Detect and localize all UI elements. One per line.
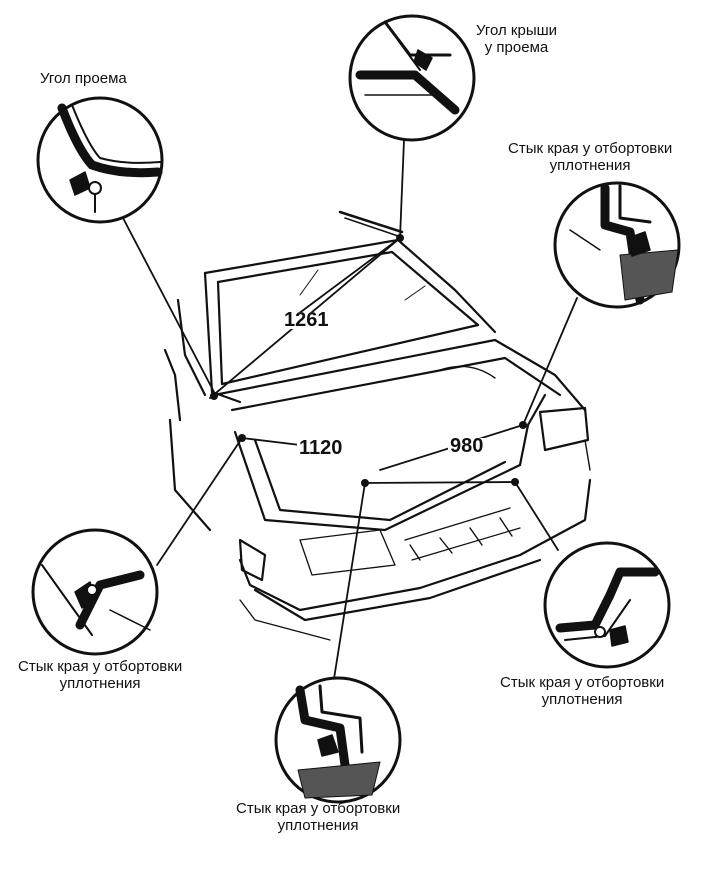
label-flange-right-upper: Стык края у отбортовки уплотнения — [508, 140, 672, 174]
label-flange-bottom-line2: уплотнения — [277, 817, 359, 834]
dimension-trunk-opening-left: 1120 — [297, 437, 345, 459]
label-flange-right-upper-line1: Стык края у отбортовки — [508, 140, 673, 157]
joint-marker-opening — [210, 392, 218, 400]
label-opening-corner-line1: Угол проема — [40, 70, 127, 87]
detail-circle-flange-bottom — [274, 676, 402, 804]
detail-circle-opening-corner — [36, 96, 164, 224]
leader-lines — [122, 139, 578, 686]
joint-marker-bottom — [361, 479, 369, 487]
label-roof-corner-line1: Угол крыши — [476, 22, 558, 39]
label-flange-left-lower-line2: уплотнения — [59, 675, 141, 692]
detail-circle-flange-left-lower — [31, 528, 159, 656]
label-flange-left-lower: Стык края у отбортовки уплотнения — [18, 658, 182, 692]
label-roof-corner: Угол крыши у проема — [476, 22, 557, 56]
dimension-trunk-opening-right: 980 — [448, 435, 486, 457]
label-opening-corner: Угол проема — [40, 70, 127, 87]
joint-marker-right-lower — [511, 478, 519, 486]
joint-marker-right-upper — [519, 421, 527, 429]
dimension-rear-window: 1261 — [282, 309, 331, 331]
label-flange-bottom-line1: Стык края у отбортовки — [236, 800, 401, 817]
label-flange-right-lower: Стык края у отбортовки уплотнения — [500, 674, 664, 708]
label-flange-right-lower-line2: уплотнения — [541, 691, 623, 708]
joint-marker-roof — [396, 234, 404, 242]
label-flange-right-upper-line2: уплотнения — [549, 157, 631, 174]
label-flange-bottom: Стык края у отбортовки уплотнения — [236, 800, 400, 834]
joint-markers — [210, 234, 527, 487]
label-roof-corner-line2: у проема — [484, 39, 549, 56]
car-body — [163, 210, 592, 641]
joint-marker-left — [238, 434, 246, 442]
detail-circle-flange-right-lower — [543, 541, 671, 669]
detail-circle-flange-right-upper — [553, 181, 681, 309]
detail-circle-roof-corner — [348, 14, 476, 142]
label-flange-left-lower-line1: Стык края у отбортовки — [18, 658, 183, 675]
label-flange-right-lower-line1: Стык края у отбортовки — [500, 674, 665, 691]
